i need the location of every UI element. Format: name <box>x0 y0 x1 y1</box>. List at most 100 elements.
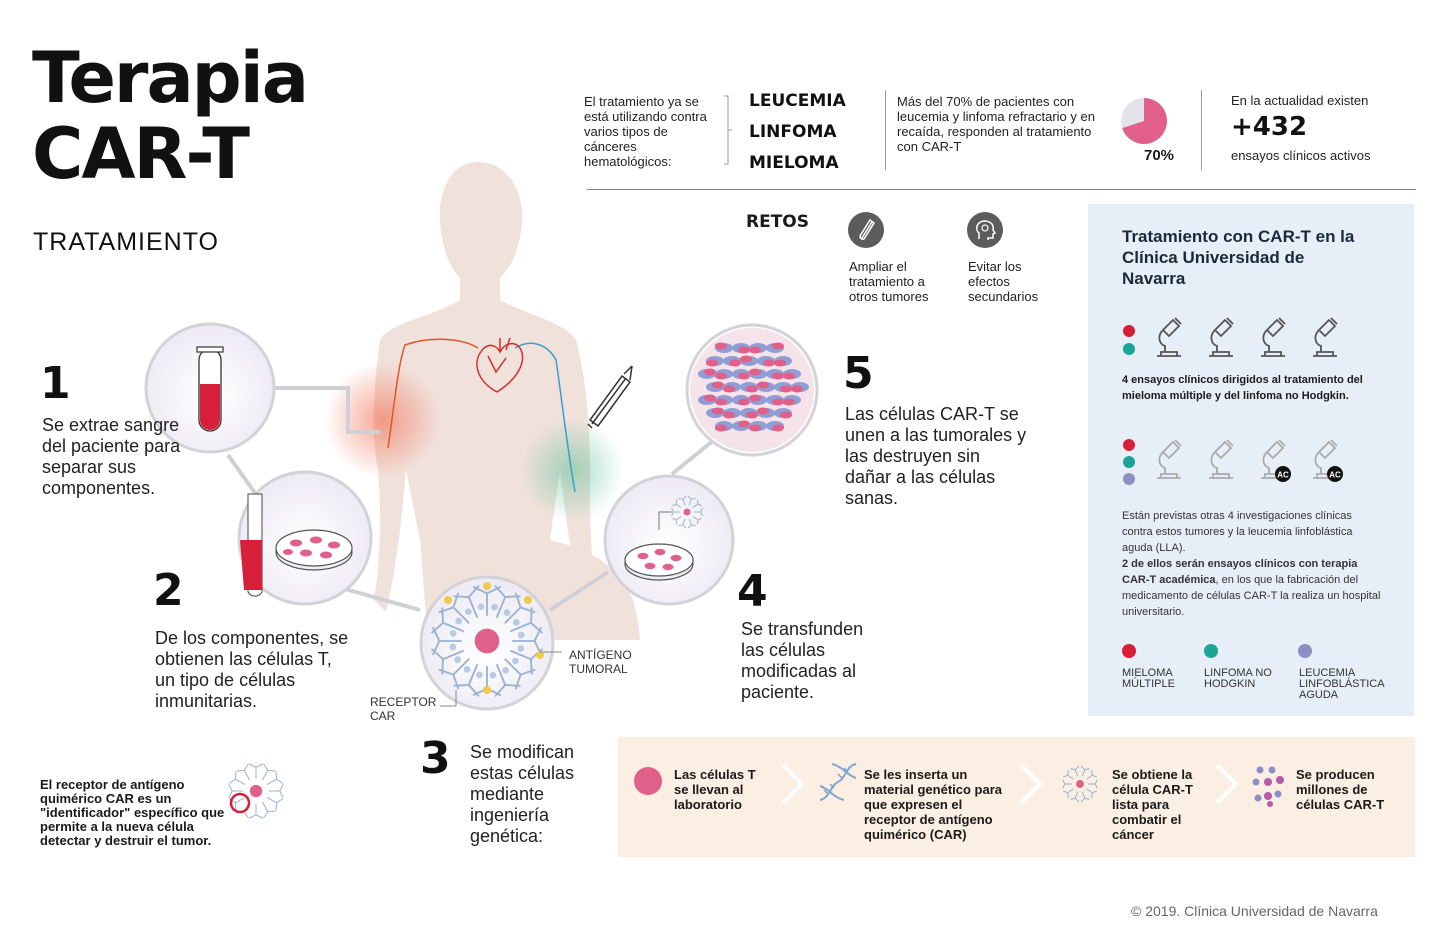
title-line-2: CAR-T <box>32 113 250 195</box>
receptor-stalk <box>504 606 522 624</box>
receptor-arm <box>514 674 522 690</box>
receptor-dot <box>491 603 498 611</box>
red-vessel <box>387 338 479 449</box>
microscope-icon <box>1313 317 1338 357</box>
tumor-cell <box>749 346 761 354</box>
connector-1 <box>274 386 380 434</box>
step-1-text: Se extrae sangre del paciente para separ… <box>42 415 181 498</box>
step-4-text: Se transfunden las células modificadas a… <box>741 619 864 702</box>
car-t-cell-icon <box>430 582 544 698</box>
blood-tube-icon <box>196 346 224 432</box>
tumor-cells-binding-icon <box>698 342 809 432</box>
receptor-stalk <box>261 770 269 781</box>
receptor-arm <box>696 519 699 525</box>
receptor-arm <box>671 507 674 513</box>
tumor-cell <box>772 398 784 406</box>
receptor-arm <box>691 524 696 527</box>
receptor-arm <box>486 585 502 595</box>
tumor-cell <box>723 411 735 419</box>
legend-dot-mieloma <box>1123 439 1135 451</box>
connector-4-5 <box>670 438 716 476</box>
cancer-bracket <box>724 95 732 165</box>
receptor-arm <box>671 511 674 517</box>
receptor-arm <box>1094 783 1098 789</box>
step-3-number: 3 <box>420 733 451 784</box>
tumor-cell <box>715 424 727 432</box>
receptor-stalk <box>235 796 246 804</box>
heart-icon <box>476 337 524 393</box>
antigen-dot <box>444 596 452 604</box>
clinic-panel <box>1088 204 1414 716</box>
receptor-arm <box>530 622 544 634</box>
copyright: © 2019. Clínica Universidad de Navarra <box>1131 903 1378 919</box>
receptor-dot <box>449 630 457 637</box>
legend-dot-linfoma <box>1123 343 1135 355</box>
receptor-arm <box>267 769 276 772</box>
receptor-arm <box>276 778 284 784</box>
tumor-cell <box>715 372 727 380</box>
receptor-stalk <box>452 606 470 624</box>
stats-intro: El tratamiento ya se está utilizando con… <box>584 94 707 169</box>
petri-dish-modified-icon <box>624 495 703 581</box>
microscope-icon <box>1209 317 1234 357</box>
receptor-arm <box>682 495 687 500</box>
legend-label-leucemia: LEUCEMIA LINFOBLÁSTICA AGUDA <box>1299 667 1384 701</box>
tumor-cell <box>715 398 727 406</box>
trials-count: +432 <box>1231 112 1308 142</box>
receptor-stalk <box>1067 774 1074 780</box>
receptor-arm <box>263 763 269 771</box>
process-band <box>618 737 1415 857</box>
car-receptor-icon <box>228 763 284 819</box>
process-step-4: Se producen millones de células CAR-T <box>1296 767 1385 812</box>
receptor-stalk <box>509 649 532 661</box>
receptor-arm <box>1063 790 1068 794</box>
receptor-stalk <box>442 621 465 633</box>
response-pct-label: 70% <box>1144 147 1175 164</box>
receptor-dot <box>503 609 511 616</box>
microscope-icon <box>1261 317 1286 357</box>
chevron-right-icon <box>1215 763 1239 805</box>
receptor-arm <box>255 763 264 768</box>
title-line-1: Terapia <box>32 37 309 119</box>
receptor-arm <box>267 810 276 813</box>
trials-suffix: ensayos clínicos activos <box>1231 148 1371 163</box>
receptor-stalk <box>688 498 692 506</box>
syringe-icon <box>587 365 633 429</box>
receptor-arm <box>1080 798 1086 803</box>
legend-dot-mieloma <box>1122 644 1136 658</box>
tumor-cell <box>757 381 769 389</box>
step-1-number: 1 <box>40 358 71 409</box>
step4-circle <box>603 474 735 606</box>
receptor-arm <box>1084 768 1090 770</box>
receptor-arm <box>700 511 703 517</box>
cell-nucleus <box>1076 780 1084 788</box>
tumor-cell <box>780 385 792 393</box>
car-note: El receptor de antígeno quimérico CAR es… <box>40 777 225 848</box>
receptor-arm <box>263 811 269 819</box>
receptor-arm <box>678 524 683 527</box>
receptor-arm <box>1063 774 1068 778</box>
receptor-arm <box>1084 798 1090 800</box>
tumor-cell <box>791 385 803 393</box>
receptor-arm <box>1091 770 1093 776</box>
receptor-arm <box>678 497 683 500</box>
receptor-arm <box>255 814 264 819</box>
antigen-dot <box>483 686 491 694</box>
receptor-stalk <box>692 515 699 521</box>
tumor-cell <box>704 368 716 376</box>
clinic-title: Tratamiento con CAR-T en la Clínica Univ… <box>1122 227 1355 288</box>
receptor-stalk <box>509 621 532 633</box>
tumor-cell <box>715 342 727 350</box>
receptor-stalk <box>442 649 465 661</box>
test-tube-icon <box>848 212 884 248</box>
receptor-arm <box>431 640 441 656</box>
clinic-planned-text: Están previstas otras 4 investigaciones … <box>1122 510 1353 554</box>
divider <box>885 90 886 170</box>
receptor-stalk <box>452 658 470 676</box>
step-5-number: 5 <box>843 348 874 399</box>
receptor-arm <box>431 626 441 642</box>
receptor-dot <box>489 671 497 679</box>
receptor-stalk <box>235 778 246 786</box>
receptor-arm <box>1094 779 1098 785</box>
